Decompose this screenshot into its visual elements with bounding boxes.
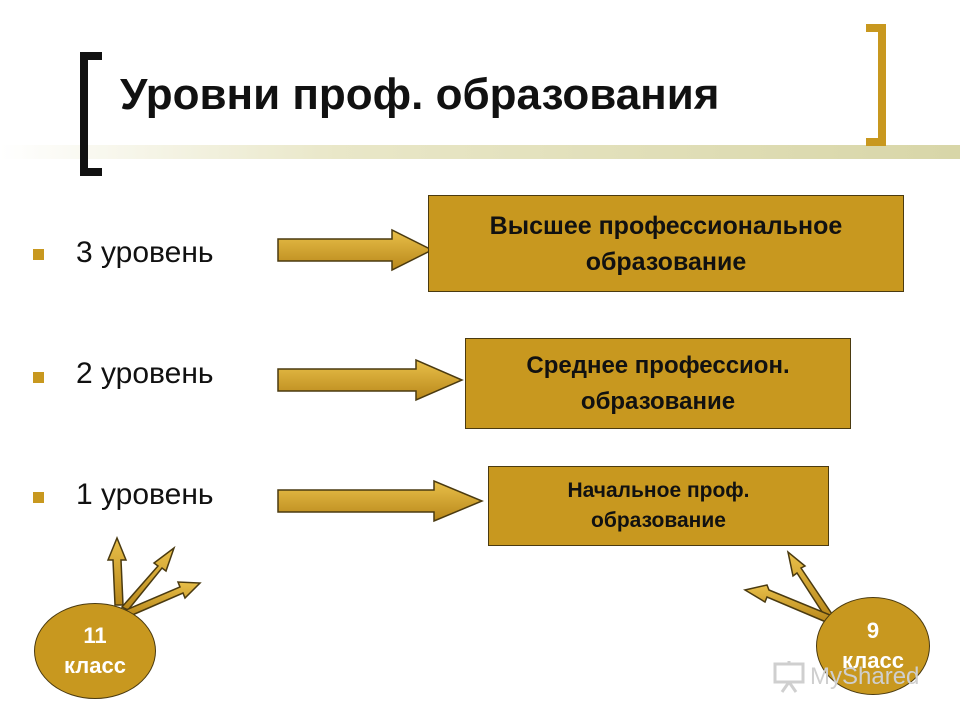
arrow-9-to-left: [743, 584, 832, 623]
level-1-label: 1 уровень: [76, 478, 214, 511]
circle-11-class: 11 класс: [34, 603, 156, 699]
level-2-label: 2 уровень: [76, 357, 214, 390]
bullet-level-3: [33, 249, 44, 260]
box-primary-education: Начальное проф. образование: [488, 466, 829, 546]
circle-9-class: 9 класс: [816, 597, 930, 695]
arrow-level-2: [277, 358, 464, 402]
watermark-text: MyShared: [810, 663, 920, 690]
arrow-level-3: [277, 228, 434, 272]
arrow-11-to-right: [124, 581, 202, 617]
circle-11-class-text: 11 класс: [64, 623, 126, 678]
box-higher-education-text: Высшее профессиональное образование: [489, 211, 843, 276]
title-bracket-right: [866, 24, 886, 146]
watermark-logo: MyShared: [772, 660, 919, 694]
level-3-label: 3 уровень: [76, 236, 214, 269]
box-higher-education: Высшее профессиональное образование: [428, 195, 904, 292]
arrow-9-to-up: [786, 550, 834, 620]
page-title: Уровни проф. образования: [120, 70, 720, 119]
bullet-level-1: [33, 492, 44, 503]
title-underline-band: [0, 145, 960, 159]
title-bracket-left: [80, 52, 102, 176]
arrow-level-1: [277, 479, 484, 523]
box-primary-education-text: Начальное проф. образование: [567, 479, 750, 532]
arrow-11-to-up: [106, 536, 128, 606]
bullet-level-2: [33, 372, 44, 383]
circle-9-class-text: 9 класс: [842, 618, 904, 673]
arrows-from-9-class: [743, 550, 834, 623]
box-secondary-education-text: Среднее профессион. образование: [526, 351, 790, 415]
box-secondary-education: Среднее профессион. образование: [465, 338, 851, 429]
arrows-from-11-class: [106, 536, 202, 617]
arrow-11-to-diagonal: [120, 545, 176, 611]
watermark-presentation-icon: [773, 661, 805, 693]
